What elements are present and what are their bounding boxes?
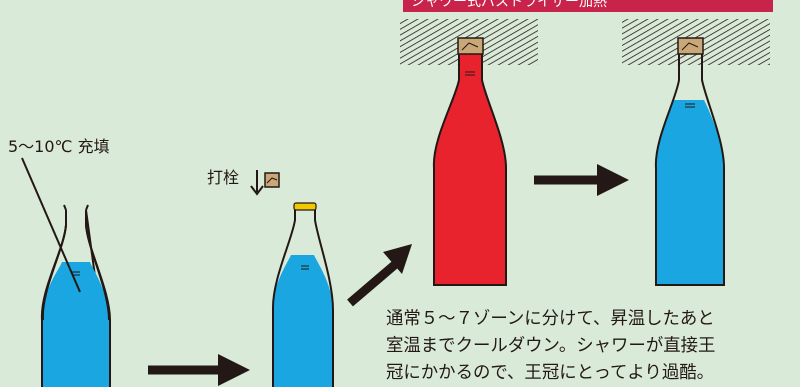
crown-cap-2 [677,37,704,55]
corked-bottle [271,202,334,387]
fill-pointer-line [21,157,81,293]
arrow-to-cooldown [534,164,629,196]
cooled-bottle-liquid [655,100,724,285]
arrow-to-cork [148,354,250,386]
cork-press [250,170,280,196]
banner-title: シャワー式パストライザー加熱 [411,0,607,10]
corking-label: 打栓 [207,168,240,187]
cork-icon [264,172,280,188]
pasteurizer-banner: シャワー式パストライザー加熱 [403,0,773,12]
corked-bottle-liquid [272,255,333,387]
open-bottle [40,204,111,387]
crown-cap-1 [457,37,484,55]
caption-line-3: 冠にかかるので、王冠にとってより過酷。 [386,363,714,383]
fill-temperature-label: 5～10℃ 充填 [8,137,110,156]
cooled-bottle [654,37,725,286]
open-bottle-liquid [42,262,109,387]
caption-line-1: 通常５～７ゾーンに分けて、昇温したあと [386,309,715,329]
caption-line-2: 室温までクールダウン。シャワーが直接王 [386,336,716,356]
heated-bottle [432,37,507,286]
pasteurization-caption: 通常５～７ゾーンに分けて、昇温したあと 室温までクールダウン。シャワーが直接王 … [386,306,800,387]
arrow-to-pasteurizer [347,244,412,307]
